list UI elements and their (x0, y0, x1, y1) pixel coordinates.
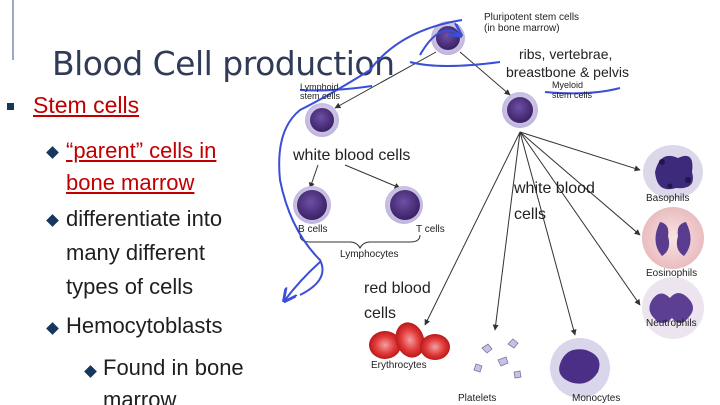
arrow-to-basophils (519, 131, 641, 172)
pen-arrow-to-pluripotent (419, 31, 460, 56)
label-lymphocytes: Lymphocytes (340, 249, 399, 260)
b-cell (293, 186, 331, 224)
pen-curve-left (278, 19, 463, 296)
bullet-parent-cells-line1: “parent” cells in (66, 138, 217, 163)
label-neutrophils: Neutrophils (646, 318, 697, 329)
label-myeloid-1: Myeloid (552, 80, 584, 90)
bullet-hemocytoblasts: Hemocytoblasts (66, 313, 223, 338)
arrow-to-b-cells (308, 164, 319, 189)
bullet-found-in-bone-line2: marrow (103, 387, 177, 405)
label-lymphoid-1: Lymphoid (300, 82, 339, 92)
pen-arrow-down (285, 261, 321, 300)
arrow-to-erythrocytes (424, 131, 521, 326)
annotation-ribs-line2: breastbone & pelvis (506, 64, 629, 80)
annotation-white-blood-cells-top: white blood cells (293, 147, 411, 164)
arrow-to-platelets (492, 131, 521, 331)
lymphoid-stem-cell (305, 103, 339, 137)
label-pluripotent: Pluripotent stem cells (484, 12, 580, 23)
annotation-white-blood-line2: cells (514, 206, 547, 223)
label-t-cells: T cells (416, 224, 445, 235)
annotation-red-blood-line2: cells (364, 305, 397, 322)
arrow-to-lymphoid (334, 51, 437, 109)
neutrophil-cell (642, 277, 704, 339)
arrow-to-eosinophils (519, 131, 641, 236)
arrow-to-myeloid (459, 51, 511, 96)
slide-accent-rule (12, 0, 14, 60)
annotation-red-blood-line1: red blood (364, 280, 431, 297)
lymphocytes-bracket (299, 234, 421, 250)
label-b-cells: B cells (298, 224, 328, 235)
bullet-parent-cells-line2: bone marrow (66, 170, 195, 195)
pen-underline-ribs (409, 61, 501, 67)
label-pluripotent-sub: (in bone marrow) (484, 23, 560, 34)
arrow-to-neutrophils (519, 131, 641, 306)
label-monocytes: Monocytes (572, 393, 621, 404)
bullet-stem-cells: Stem cells (33, 92, 140, 118)
erythrocytes (369, 322, 450, 360)
platelets (473, 338, 522, 379)
pen-underline-myeloid (544, 87, 621, 95)
bullet-differentiate-line1: differentiate into (66, 206, 223, 231)
label-eosinophils: Eosinophils (646, 268, 698, 279)
label-lymphoid-2: stem cells (300, 91, 341, 101)
arrow-to-monocytes (519, 131, 577, 336)
t-cell (385, 186, 423, 224)
bullet-marker (7, 103, 14, 110)
eosinophil-cell (642, 207, 704, 269)
bullet-differentiate-line2: many different (66, 240, 206, 265)
annotation-ribs-line1: ribs, vertebrae, (519, 46, 613, 62)
label-platelets: Platelets (458, 393, 497, 404)
label-myeloid-2: stem cells (552, 90, 593, 100)
label-basophils: Basophils (646, 193, 690, 204)
annotation-white-blood-line1: white blood (514, 180, 595, 197)
pen-stroke-lymphoid (299, 85, 373, 92)
bullet-differentiate-line3: types of cells (66, 274, 194, 299)
monocyte-cell (550, 338, 610, 398)
myeloid-stem-cell (502, 92, 538, 128)
basophil-cell (643, 145, 703, 199)
label-erythrocytes: Erythrocytes (371, 360, 427, 371)
slide-title: Blood Cell production (52, 44, 395, 83)
arrow-to-t-cells (344, 164, 401, 189)
bullet-found-in-bone-line1: Found in bone (103, 355, 244, 380)
